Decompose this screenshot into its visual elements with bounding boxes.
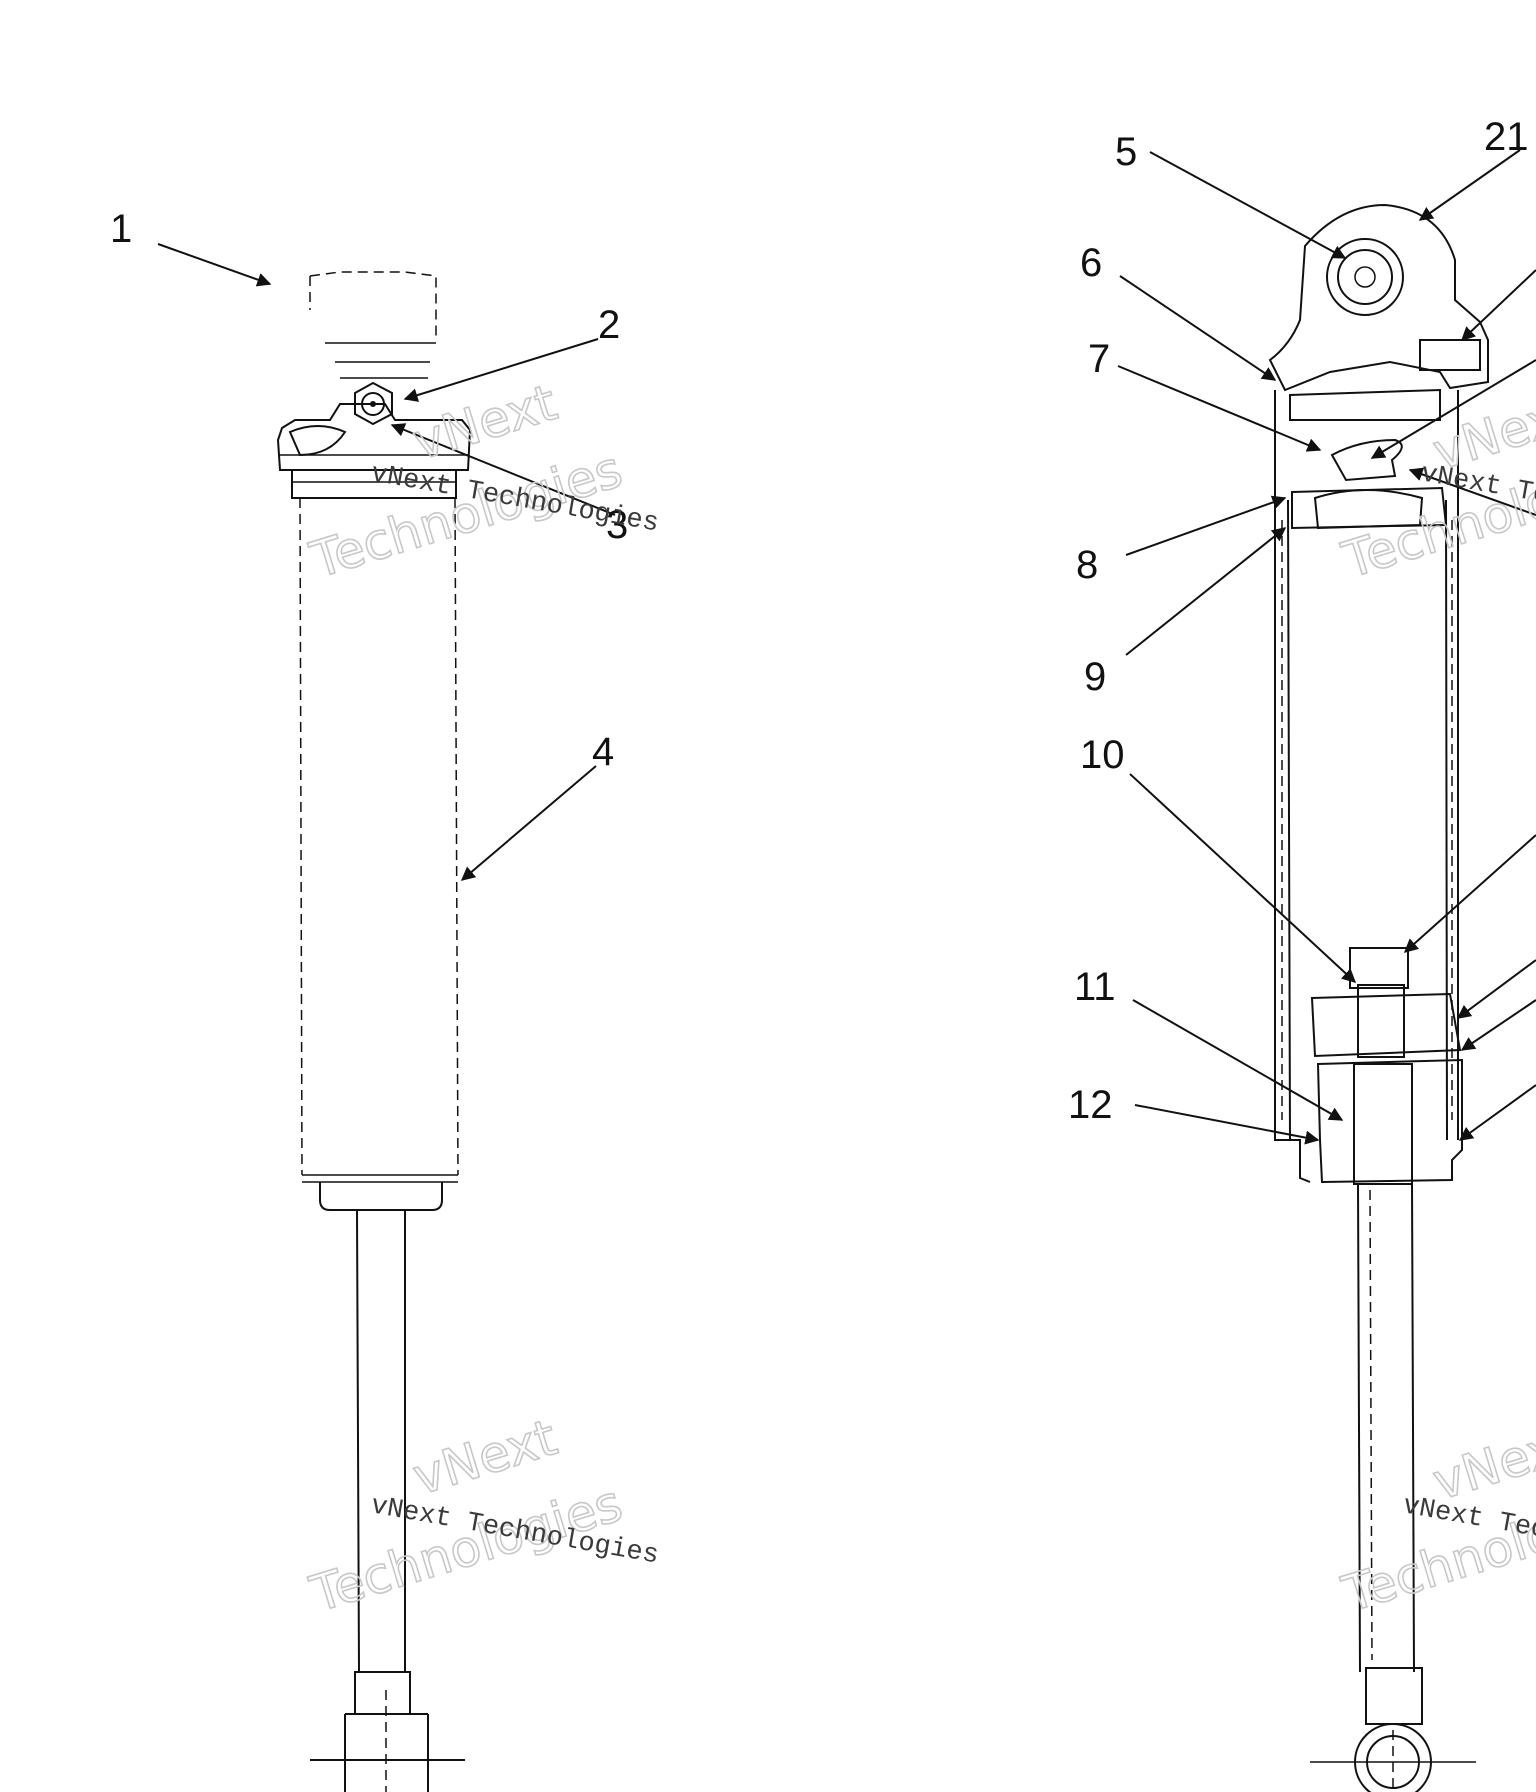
callout-8: 8 [1076,543,1098,587]
shock-cutaway-view [1268,203,1489,1792]
callout-4: 4 [592,730,614,774]
watermark-line1: vNext [1427,1413,1536,1511]
watermark-line1: vNext [407,373,564,471]
callout-2: 2 [598,303,620,347]
callout-11: 11 [1074,965,1116,1009]
callout-12: 12 [1068,1083,1113,1127]
leader-lines [157,149,1536,1145]
shock-exterior-view [276,271,472,1792]
callout-3: 3 [606,503,628,547]
callout-1: 1 [110,207,132,251]
callout-7: 7 [1088,337,1110,381]
callout-6: 6 [1080,241,1102,285]
watermark-line1: vNext [407,1408,564,1506]
watermark: vNext Technologies vNext Technologies vN… [303,373,1536,1625]
callout-21: 21 [1484,115,1529,159]
callout-10: 10 [1080,733,1125,777]
callout-9: 9 [1084,655,1106,699]
callout-5: 5 [1115,130,1137,174]
callout-labels: 1 2 3 4 5 6 7 8 9 10 11 12 21 [110,115,1529,1127]
